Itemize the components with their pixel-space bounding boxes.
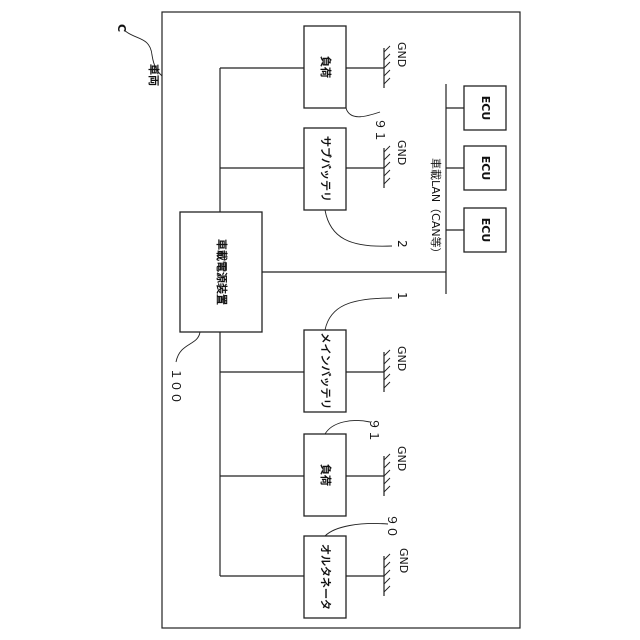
load-bottom-label: 負荷 [319, 464, 333, 486]
load-top-ref: ９１ [373, 118, 387, 142]
sub-battery-label: サブバッテリ [319, 136, 333, 202]
ecu-label: ECU [479, 218, 492, 243]
gnd-label: GND [395, 42, 408, 67]
ground-symbol [384, 454, 390, 496]
gnd-label: GND [397, 548, 410, 573]
power-device-label: 車載電源装置 [215, 239, 229, 305]
gnd-label: GND [395, 346, 408, 371]
power-device-ref: １００ [169, 368, 183, 404]
vehicle-label: 車両 [147, 64, 161, 86]
alternator-ref: ９０ [385, 514, 399, 538]
power-device-ref-leader [176, 332, 200, 362]
ground-symbol [384, 146, 390, 188]
lan-label: 車載LAN（CAN等） [429, 158, 443, 259]
load-top-ref-leader [346, 108, 380, 117]
alternator-ref-leader [325, 524, 388, 537]
main-battery-ref-leader [325, 298, 392, 330]
load-bottom-ref: ９１ [367, 418, 381, 442]
sub-battery-ref-leader [325, 210, 392, 246]
load-bottom-ref-leader [325, 421, 370, 435]
gnd-label: GND [395, 446, 408, 471]
main-battery-ref: 1 [395, 292, 409, 300]
ecu-label: ECU [479, 156, 492, 181]
main-battery-label: メインバッテリ [319, 333, 332, 410]
figure-label: C [115, 24, 128, 32]
ground-symbol [384, 350, 390, 392]
sub-battery-ref: 2 [395, 240, 409, 248]
load-top-label: 負荷 [319, 56, 333, 78]
ground-symbol [384, 554, 390, 596]
ecu-label: ECU [479, 96, 492, 121]
gnd-label: GND [395, 140, 408, 165]
ground-symbol [384, 46, 390, 88]
alternator-label: オルタネータ [319, 544, 332, 610]
